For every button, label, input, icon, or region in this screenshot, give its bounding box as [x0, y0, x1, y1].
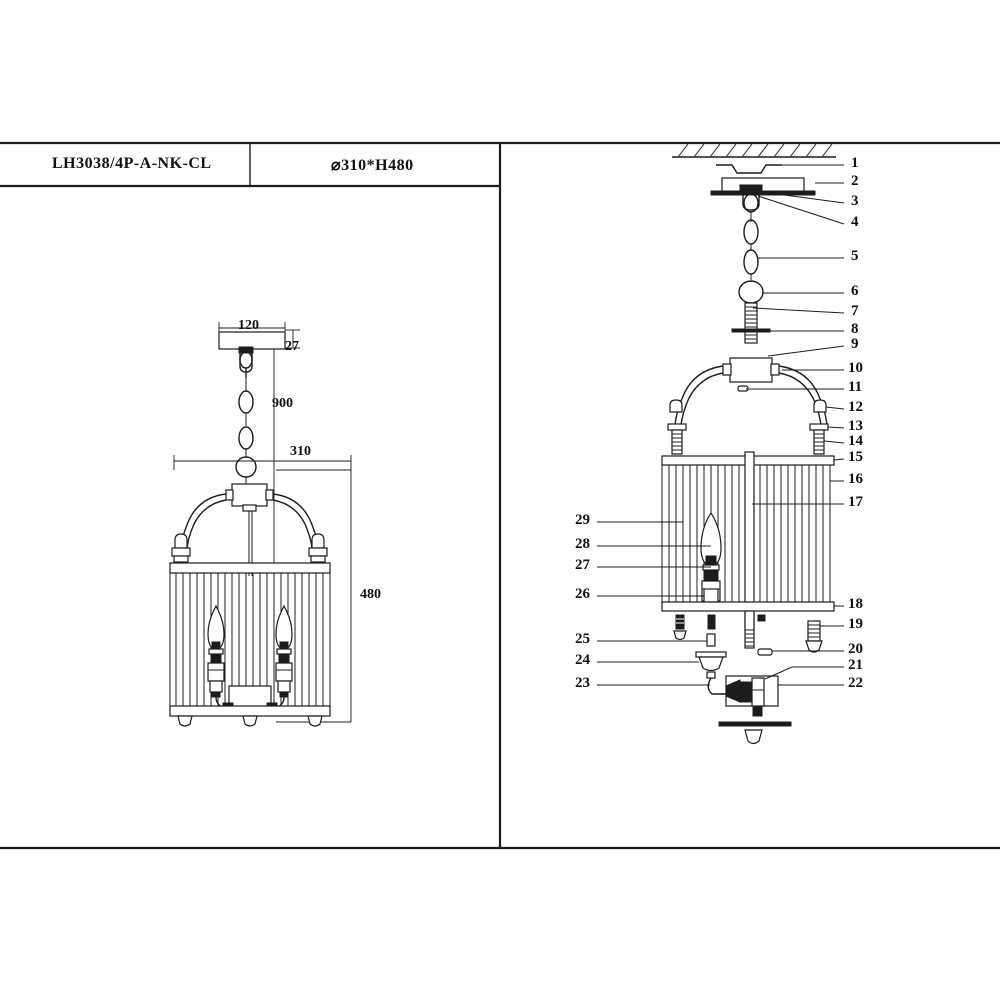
callout-3: 3 — [851, 193, 859, 209]
canopy-assembly — [218, 331, 286, 378]
leader-lines-right — [746, 164, 845, 686]
part-base-screws — [673, 614, 766, 641]
right-exploded-view — [597, 143, 845, 745]
callout-14: 14 — [848, 433, 863, 449]
callout-4: 4 — [851, 214, 859, 230]
dim-canopy-width: 120 — [238, 318, 259, 333]
leader-lines-left — [597, 521, 711, 686]
callout-21: 21 — [848, 657, 863, 673]
model-code-label: LH3038/4P-A-NK-CL — [52, 155, 212, 172]
callout-15: 15 — [848, 449, 863, 465]
callout-16: 16 — [848, 471, 863, 487]
dim-canopy-height: 27 — [285, 339, 299, 354]
top-junction-box — [225, 483, 274, 576]
part-pin-20 — [757, 648, 773, 656]
part-nut-loop — [739, 184, 763, 222]
part-screws-upper — [667, 423, 829, 455]
callout-19: 19 — [848, 616, 863, 632]
part-lower-rod — [744, 610, 755, 649]
part-block-25 — [706, 633, 716, 647]
callout-2: 2 — [851, 173, 859, 189]
callout-27: 27 — [575, 557, 590, 573]
callout-29: 29 — [575, 512, 590, 528]
part-candle-lamp — [700, 511, 722, 603]
candle-lamp-left — [207, 604, 225, 698]
cage-top-rail — [169, 562, 331, 574]
part-finial-caps — [669, 399, 827, 413]
left-elevation-view — [169, 322, 352, 727]
callout-8: 8 — [851, 321, 859, 337]
callout-22: 22 — [848, 675, 863, 691]
callout-17: 17 — [848, 494, 863, 510]
dimensions-spec-label: ⌀310*H480 — [331, 157, 414, 174]
part-bottom-plate — [718, 721, 792, 745]
ceiling-hatch — [672, 143, 836, 158]
callout-6: 6 — [851, 283, 859, 299]
part-mounting-bracket — [716, 164, 782, 174]
callout-1: 1 — [851, 155, 859, 171]
callout-7: 7 — [851, 303, 859, 319]
callout-9: 9 — [851, 336, 859, 352]
part-screw-19 — [805, 620, 823, 653]
part-finial-cup — [695, 651, 727, 679]
dim-chain-drop: 900 — [272, 396, 293, 411]
cage-bottom-rail — [169, 705, 331, 727]
candle-lamp-right — [275, 604, 293, 698]
callout-11: 11 — [848, 379, 863, 395]
callout-25: 25 — [575, 631, 590, 647]
callout-26: 26 — [575, 586, 590, 602]
callout-13: 13 — [848, 418, 863, 434]
arm-finials — [171, 533, 328, 563]
callout-12: 12 — [848, 399, 863, 415]
callout-18: 18 — [848, 596, 863, 612]
callout-23: 23 — [575, 675, 590, 691]
callout-28: 28 — [575, 536, 590, 552]
callout-20: 20 — [848, 641, 863, 657]
callout-10: 10 — [848, 360, 863, 376]
part-junction-box — [722, 357, 780, 383]
part-chain — [743, 219, 759, 280]
dim-body-diameter: 310 — [290, 444, 311, 459]
dim-body-height: 480 — [360, 587, 381, 602]
part-cage-bottom-rail — [661, 601, 835, 612]
callout-24: 24 — [575, 652, 590, 668]
suspension-chain — [235, 378, 257, 486]
part-wiring-terminal — [707, 675, 779, 717]
callout-5: 5 — [851, 248, 859, 264]
part-hanging-ring — [738, 280, 764, 304]
dimension-lines — [173, 322, 352, 723]
